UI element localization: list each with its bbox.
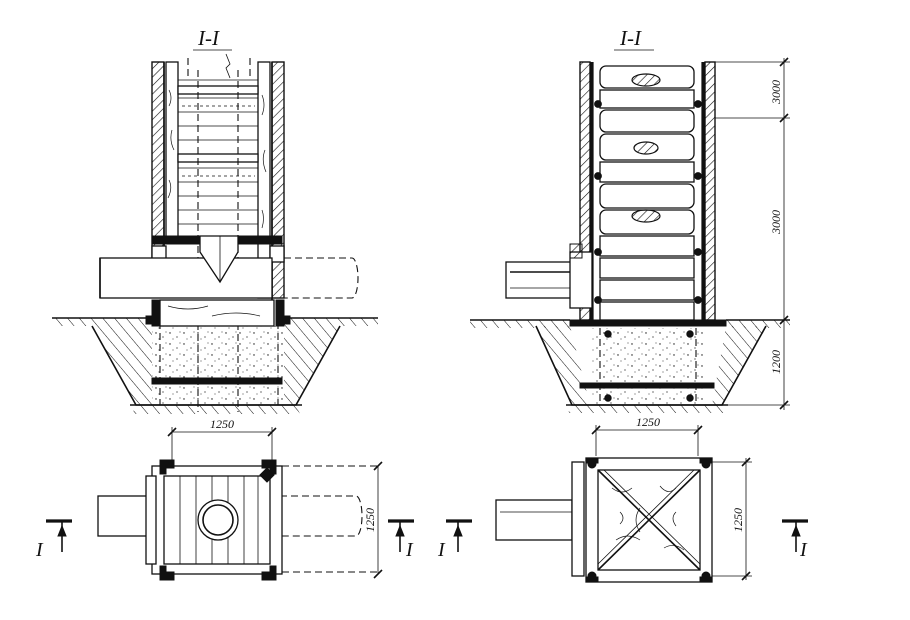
dim-right-mid: 3000	[769, 210, 783, 235]
left-lower-boards	[159, 299, 275, 327]
right-bottom-bar	[579, 382, 715, 389]
left-ground	[52, 317, 378, 326]
cut-mark-left-plan-left: I	[35, 539, 44, 561]
right-boards	[599, 65, 695, 321]
right-cross-beam-3	[631, 209, 661, 223]
left-post-left	[165, 61, 179, 243]
right-cross-beam-1	[631, 73, 661, 87]
left-pipe-hidden	[284, 257, 359, 299]
left-frame-bar-2	[177, 153, 259, 163]
right-cross-beam-2	[633, 141, 659, 155]
dim-right-bottom: 1200	[769, 350, 783, 374]
dim-right-plan-height: 1250	[731, 508, 745, 532]
left-pit-fill	[152, 326, 284, 405]
left-pipe	[99, 257, 273, 299]
left-plan-cut-left	[46, 519, 72, 552]
left-bottom-bar	[151, 377, 283, 385]
cut-mark-right-plan-left: I	[437, 539, 446, 561]
left-boards	[178, 79, 258, 225]
left-inlet-funnel	[199, 235, 239, 284]
left-frame-bar-1	[177, 85, 259, 95]
left-shaft-wall-left	[151, 61, 165, 259]
left-plan-pipe-in	[97, 495, 155, 537]
right-elev-dimension	[715, 57, 790, 410]
right-plan-corners	[585, 457, 713, 583]
right-plan-pipe	[495, 499, 573, 541]
right-pit-fill	[592, 328, 704, 404]
right-shaft-wall-right	[704, 61, 716, 321]
right-section-title: I-I	[619, 26, 642, 50]
right-plan-diagonal-2	[597, 469, 701, 571]
right-section-elevation: I-I	[470, 26, 790, 413]
dim-left-plan-height: 1250	[363, 508, 377, 532]
cut-mark-right-plan-right: I	[799, 539, 808, 561]
left-plan-pipe-opening	[197, 499, 239, 541]
left-plan-cut-right	[388, 519, 414, 552]
dim-right-plan-width: 1250	[636, 415, 660, 429]
left-section-elevation: I-I	[52, 26, 378, 414]
dim-left-plan-width: 1250	[210, 417, 234, 431]
right-pipe	[505, 261, 581, 299]
right-pipe-collar	[569, 251, 593, 309]
right-plan-cut-right	[782, 519, 808, 552]
right-base-plate	[569, 319, 727, 327]
cut-mark-left-plan-right: I	[405, 539, 414, 561]
left-plan-corners	[159, 459, 277, 581]
left-plan: 1250 1250	[35, 417, 414, 581]
right-plan-cut-left	[446, 519, 472, 552]
right-plan: 1250 1250	[437, 415, 808, 583]
left-section-title: I-I	[197, 26, 220, 50]
dim-right-top: 3000	[769, 80, 783, 105]
